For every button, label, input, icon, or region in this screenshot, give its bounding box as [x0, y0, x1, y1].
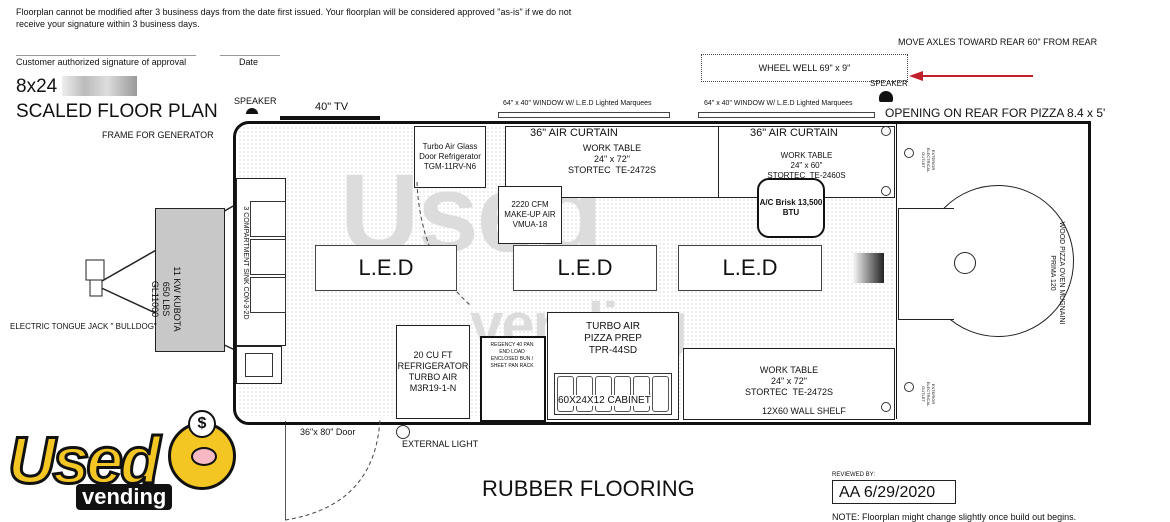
hand-sink — [236, 346, 282, 384]
dollar-coin-icon: $ — [188, 410, 216, 438]
window-label-2: 64" x 40" WINDOW W/ L.E.D Lighted Marque… — [704, 100, 853, 107]
light-fixture-icon — [881, 402, 891, 412]
signature-line — [16, 55, 196, 56]
wall-shelf-label: 12X60 WALL SHELF — [762, 406, 846, 416]
outlet-icon — [904, 382, 914, 392]
led-panel-1: L.E.D — [315, 245, 457, 291]
logo-vending-text: vending — [76, 484, 173, 510]
floorplan-note: NOTE: Floorplan might change slightly on… — [832, 512, 1077, 522]
outlet-icon — [904, 148, 914, 158]
tv-bar — [280, 116, 380, 120]
sink-basin-1 — [250, 201, 286, 237]
speaker-icon — [246, 108, 258, 114]
tv-label: 40" TV — [315, 101, 349, 113]
floor-plan-title: SCALED FLOOR PLAN — [16, 101, 218, 122]
used-vending-logo: Used $ vending — [6, 410, 243, 514]
work-table-3-label: WORK TABLE 24" x 72" STORTEC TE-2472S — [744, 365, 834, 397]
pizza-oven-mouth — [898, 208, 954, 320]
glass-door-refrigerator: Turbo Air Glass Door Refrigerator TGM-11… — [414, 126, 486, 188]
door-swing-arc — [285, 418, 381, 521]
pizza-prep-table: TURBO AIR PIZZA PREP TPR-44SD 60X24X12 C… — [547, 312, 679, 420]
pizza-prep-pans — [554, 373, 672, 415]
ac-unit: A/C Brisk 13,500 BTU — [757, 178, 825, 238]
led-gradient-panel — [852, 253, 884, 283]
outlet-label-top: EXTERIOR ELECTRICAL OUTLET — [921, 147, 936, 173]
sheet-pan-rack-label: REGENCY 40 PAN END LOAD ENCLOSED BUN / S… — [490, 342, 534, 369]
date-label: Date — [239, 57, 259, 67]
make-up-air-unit: 2220 CFM MAKE-UP AIR VMUA-18 — [498, 186, 562, 244]
rear-opening-label: OPENING ON REAR FOR PIZZA 8.4 x 5' — [885, 106, 1106, 120]
sink-label: 3 COMPARTMENT SINK CON-3-2D — [242, 206, 249, 320]
entry-door — [285, 418, 381, 521]
led-panel-2: L.E.D — [513, 245, 657, 291]
reviewed-by-label: REVIEWED BY: — [832, 472, 876, 478]
light-fixture-icon — [881, 186, 891, 196]
speaker-label-left: SPEAKER — [234, 96, 277, 106]
work-table-1-label: WORK TABLE 24" x 72" STORTEC TE-2472S — [567, 143, 657, 175]
hand-sink-basin — [245, 353, 273, 377]
move-axles-note: MOVE AXLES TOWARD REAR 60" FROM REAR — [898, 37, 1098, 47]
trailer-size: 8x24 — [16, 76, 58, 97]
sheet-pan-rack: REGENCY 40 PAN END LOAD ENCLOSED BUN / S… — [480, 336, 546, 422]
work-table-2-label: WORK TABLE 24" x 60" STORTEC TE-2460S — [767, 151, 846, 180]
three-compartment-sink: 3 COMPARTMENT SINK CON-3-2D — [236, 178, 286, 346]
approval-notice: Floorplan cannot be modified after 3 bus… — [16, 7, 572, 29]
redacted-block — [62, 76, 137, 96]
oven-partition — [896, 124, 897, 419]
signature-label: Customer authorized signature of approva… — [16, 57, 187, 67]
arrow-head — [909, 71, 923, 81]
oven-vent-icon — [954, 252, 976, 274]
wheel-well: WHEEL WELL 69" x 9" — [701, 54, 908, 82]
pizza-oven-label: WOOD PIZZA OVEN MUGNAINI PRIMA 120 — [1049, 221, 1065, 325]
external-light-icon — [396, 425, 410, 439]
window-1 — [498, 112, 670, 118]
door-label: 36"x 80" Door — [300, 427, 356, 437]
reach-in-refrigerator: 20 CU FT REFRIGERATOR TURBO AIR M3R19-1-… — [396, 325, 470, 419]
air-curtain-2: 36" AIR CURTAIN — [750, 127, 838, 139]
light-fixture-icon — [881, 126, 891, 136]
work-table-2: WORK TABLE 24" x 60" STORTEC TE-2460S — [718, 126, 895, 198]
rear-arrow — [909, 71, 1033, 81]
reviewer-stamp: AA 6/29/2020 — [832, 480, 956, 504]
air-curtain-1: 36" AIR CURTAIN — [530, 127, 618, 139]
window-label-1: 64" x 40" WINDOW W/ L.E.D Lighted Marque… — [503, 100, 652, 107]
window-2 — [698, 112, 875, 118]
pig-snout — [191, 447, 217, 466]
led-panel-3: L.E.D — [678, 245, 822, 291]
frame-label: FRAME FOR GENERATOR — [102, 130, 214, 140]
pizza-prep-label: TURBO AIR PIZZA PREP TPR-44SD — [584, 321, 642, 356]
external-light-label: EXTERNAL LIGHT — [402, 439, 479, 449]
speaker-icon-right — [879, 91, 893, 102]
flooring-label: RUBBER FLOORING — [482, 476, 695, 501]
speaker-label-right: SPEAKER — [870, 79, 908, 88]
outlet-label-bottom: EXTERIOR ELECTRICAL OUTLET — [921, 381, 936, 407]
cabinet-label: 60X24X12 CABINET — [558, 395, 651, 406]
work-table-3: WORK TABLE 24" x 72" STORTEC TE-2472S — [683, 348, 895, 420]
sink-basin-3 — [250, 277, 286, 313]
generator-frame: 11 KW KUBOTA 650 LBS GL11000 — [150, 208, 225, 352]
date-line — [220, 55, 280, 56]
sink-basin-2 — [250, 239, 286, 275]
tongue-jack-label: ELECTRIC TONGUE JACK " BULLDOG" — [10, 322, 157, 331]
